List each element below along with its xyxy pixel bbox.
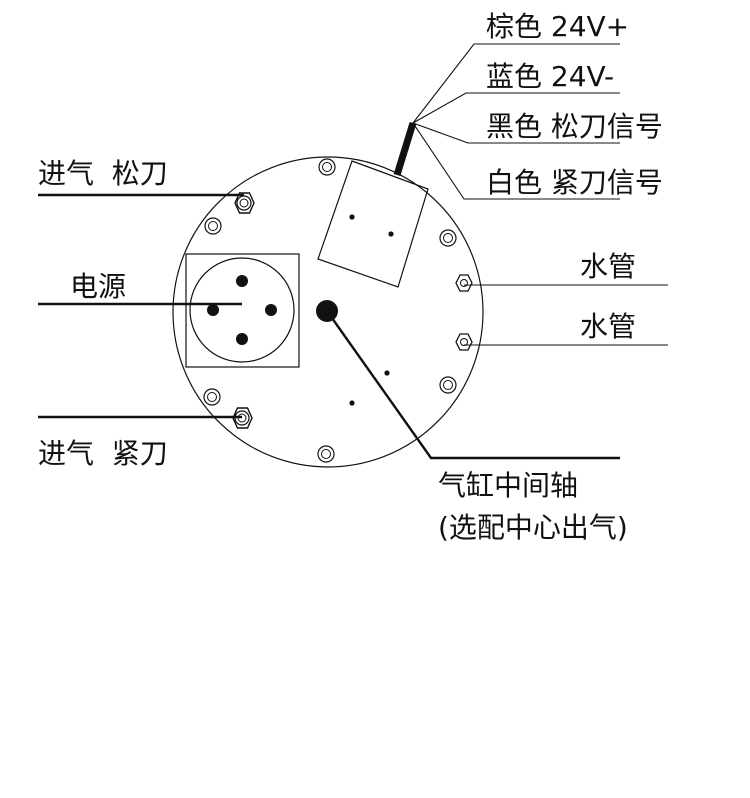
bolt-hole bbox=[204, 217, 222, 235]
air-in-clamp-label: 进气 紧刀 bbox=[38, 437, 168, 470]
small-dot bbox=[349, 400, 355, 406]
bolt-hole bbox=[439, 376, 457, 394]
cylinder-axis-leader bbox=[326, 310, 620, 460]
brown-wire-leader bbox=[412, 43, 620, 124]
blue-wire-leader bbox=[412, 92, 620, 124]
bolt-holes bbox=[203, 158, 457, 463]
cylinder-axis-note: (选配中心出气) bbox=[438, 511, 628, 544]
bolt-hole bbox=[203, 388, 221, 406]
small-dot bbox=[384, 370, 390, 376]
power-connector bbox=[185, 253, 300, 368]
signal-cable bbox=[393, 121, 417, 177]
power-label: 电源 bbox=[70, 270, 126, 303]
white-wire-label: 白色 紧刀信号 bbox=[486, 166, 663, 199]
white-wire-leader bbox=[412, 122, 620, 200]
bolt-hole bbox=[318, 158, 336, 176]
water-pipe-2-label: 水管 bbox=[580, 310, 636, 343]
air-in-release-label: 进气 松刀 bbox=[38, 157, 168, 190]
water-pipe-1-label: 水管 bbox=[580, 250, 636, 283]
power-pin bbox=[207, 304, 219, 316]
power-pin bbox=[236, 275, 248, 287]
water-pipe-fitting-1 bbox=[455, 274, 473, 292]
brown-wire-label: 棕色 24V+ bbox=[486, 10, 629, 43]
black-wire-label: 黑色 松刀信号 bbox=[486, 110, 663, 143]
black-wire-leader bbox=[412, 122, 620, 144]
signal-sensor-box bbox=[317, 160, 429, 288]
power-pin bbox=[265, 304, 277, 316]
power-pin bbox=[236, 333, 248, 345]
bolt-hole bbox=[439, 229, 457, 247]
cylinder-axis-label: 气缸中间轴 bbox=[438, 469, 578, 502]
wire-leaders bbox=[412, 43, 620, 200]
bolt-hole bbox=[317, 445, 335, 463]
blue-wire-label: 蓝色 24V- bbox=[486, 60, 614, 93]
